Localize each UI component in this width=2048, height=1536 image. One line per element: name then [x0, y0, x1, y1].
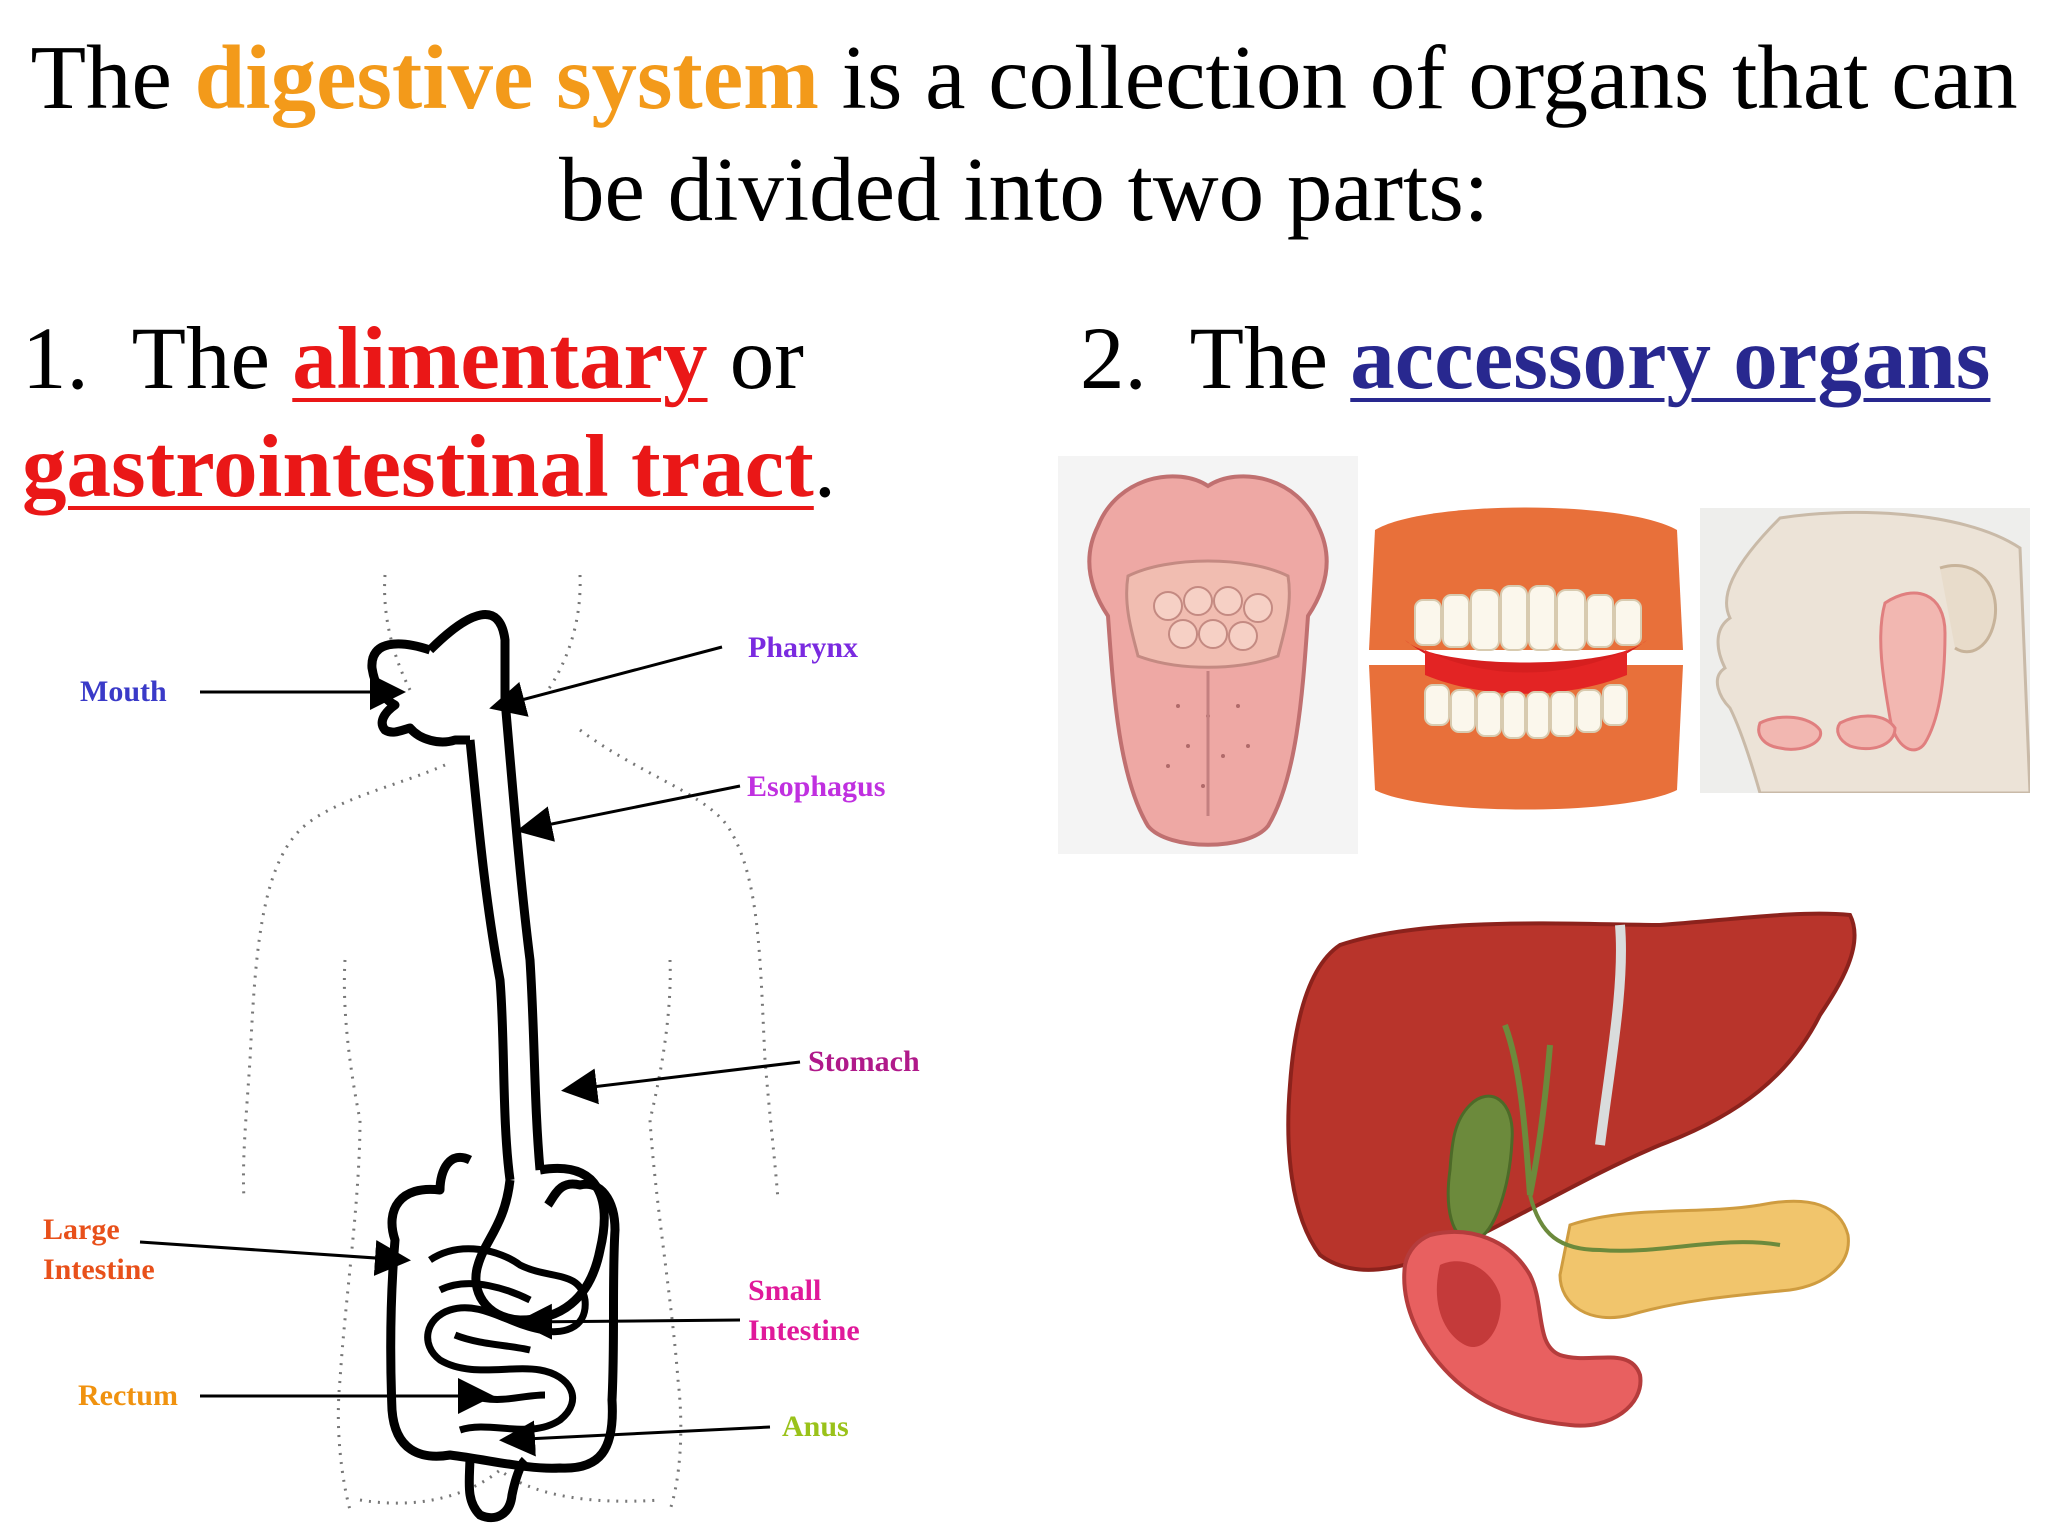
- esophagus-arrow: [516, 784, 741, 842]
- esophagus-right-wall: [500, 699, 545, 1171]
- part2-heading: 2. The accessory organs: [1080, 305, 1990, 413]
- anus-label: Anus: [782, 1410, 849, 1443]
- title-highlight: digestive system: [194, 27, 819, 128]
- part2-prefix: The: [1189, 310, 1351, 408]
- gastrointestinal-term: gastrointestinal tract: [22, 418, 814, 516]
- esophagus-left-wall: [465, 739, 515, 1181]
- small-intestine-coils: [424, 1245, 589, 1434]
- rectum-label: Rectum: [78, 1379, 178, 1412]
- part1-heading: 1. The alimentary or gastrointestinal tra…: [22, 305, 836, 521]
- large-intestine-outline: [386, 1152, 620, 1473]
- part1-number: 1.: [22, 310, 89, 408]
- accessory-organs-term: accessory organs: [1350, 310, 1991, 408]
- title-after: is a collection of organs that can be di…: [558, 27, 2018, 240]
- stomach-label: Stomach: [808, 1045, 920, 1078]
- large-intestine-label-line1: Large: [43, 1213, 120, 1246]
- large-intestine-label: Large Intestine: [43, 1210, 155, 1290]
- part2-number: 2.: [1080, 310, 1147, 408]
- esophagus-label: Esophagus: [747, 770, 886, 803]
- salivary-glands-image: [1700, 508, 2030, 793]
- diagram-arrows: [139, 645, 801, 1457]
- part1-period: .: [813, 418, 837, 516]
- rectum-outline: [464, 1454, 529, 1523]
- liver-pancreas-image: [1286, 911, 1857, 1428]
- small-intestine-arrow: [516, 1303, 741, 1340]
- anus-arrow: [499, 1420, 771, 1457]
- stomach-arrow: [561, 1060, 801, 1105]
- part1-connector: or: [707, 310, 804, 408]
- alimentary-term: alimentary: [292, 310, 708, 408]
- small-intestine-label: Small Intestine: [748, 1271, 860, 1351]
- pharynx-arrow: [489, 645, 723, 717]
- page-title: The digestive system is a collection of …: [0, 22, 2048, 246]
- small-intestine-label-line1: Small: [748, 1274, 822, 1307]
- small-intestine-label-line2: Intestine: [748, 1314, 860, 1347]
- digestive-system-diagram: [139, 574, 801, 1523]
- part1-prefix: The: [131, 310, 293, 408]
- mouth-cavity: [367, 639, 470, 747]
- large-intestine-arrow: [139, 1240, 411, 1276]
- large-intestine-label-line2: Intestine: [43, 1253, 155, 1286]
- title-before: The: [30, 27, 195, 128]
- teeth-image: [1369, 507, 1683, 810]
- mouth-label: Mouth: [80, 675, 167, 708]
- pharynx-label: Pharynx: [748, 631, 859, 664]
- nasal-cavity: [426, 610, 510, 700]
- tongue-image: [1058, 456, 1358, 854]
